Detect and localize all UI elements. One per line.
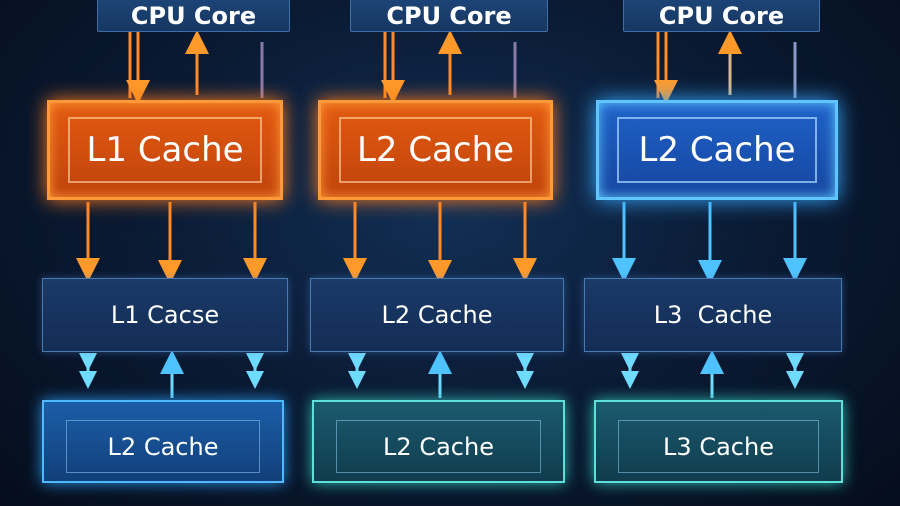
upper-cache-label: L2 Cache (356, 130, 515, 170)
middle-cache-label: L3 Cache (653, 301, 773, 329)
cpu-core-box-1: CPU Core (97, 0, 290, 32)
upper-cache-label: L1 Cache (86, 130, 244, 170)
lower-cache-box-3: L3 Cache (594, 400, 843, 483)
upper-cache-box-2: L2 Cache (318, 100, 553, 200)
middle-cache-box-3: L3 Cache (584, 278, 842, 352)
lower-cache-box-1: L2 Cache (42, 400, 284, 483)
lower-cache-box-2: L2 Cache (312, 400, 565, 483)
upper-cache-label: L2 Cache (638, 130, 796, 170)
cpu-core-box-3: CPU Core (623, 0, 820, 32)
cpu-core-box-2: CPU Core (350, 0, 548, 32)
middle-cache-label: L1 Cacse (110, 301, 220, 329)
middle-cache-box-2: L2 Cache (310, 278, 564, 352)
lower-cache-label: L2 Cache (107, 432, 219, 461)
cpu-core-label: CPU Core (130, 1, 257, 30)
upper-cache-box-3: L2 Cache (596, 100, 838, 200)
cpu-core-label: CPU Core (658, 1, 785, 30)
cpu-core-label: CPU Core (386, 1, 512, 30)
middle-cache-box-1: L1 Cacse (42, 278, 288, 352)
lower-cache-label: L3 Cache (663, 432, 774, 461)
lower-cache-label: L2 Cache (383, 432, 494, 461)
middle-cache-label: L2 Cache (381, 301, 493, 329)
upper-cache-box-1: L1 Cache (47, 100, 283, 200)
